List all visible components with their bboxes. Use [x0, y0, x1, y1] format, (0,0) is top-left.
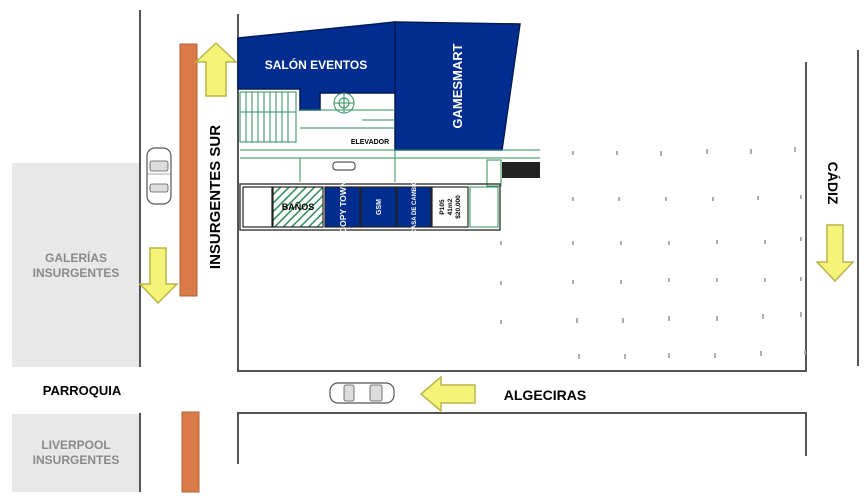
cadiz-label: CÁDIZ — [825, 162, 841, 205]
parking-marks — [500, 147, 806, 359]
liverpool-block — [12, 414, 140, 492]
median-strip-top — [179, 43, 198, 297]
spiral-stair — [333, 92, 355, 114]
gsm-label: GSM — [376, 199, 383, 215]
car-icon — [146, 147, 172, 205]
parroquia-label: PARROQUIA — [43, 383, 122, 398]
algeciras-label: ALGECIRAS — [504, 387, 586, 403]
casa-cambio-store[interactable] — [396, 186, 432, 228]
casa-cambio-label: CASA DE CAMBIO — [412, 180, 418, 233]
liverpool-label-1: LIVERPOOL — [41, 438, 110, 452]
side-stair — [486, 159, 502, 187]
insurgentes-sur-label: INSURGENTES SUR — [207, 125, 224, 269]
p105-label-3: $20,000 — [455, 195, 462, 219]
elevador-label: ELEVADOR — [351, 139, 389, 146]
p105-store[interactable] — [431, 186, 469, 228]
p105-label-2: 41m2 — [447, 198, 454, 215]
arrow-up-icon — [194, 41, 238, 97]
arrow-left-icon — [419, 375, 476, 413]
copytown-label: COPY TOWN — [338, 181, 348, 233]
copytown-store[interactable] — [324, 186, 361, 228]
banos-label: BAÑOS — [282, 202, 315, 212]
car-icon — [329, 382, 395, 404]
liverpool-label-2: INSURGENTES — [33, 453, 120, 467]
galerias-block — [12, 163, 140, 367]
galerias-label-2: INSURGENTES — [33, 266, 120, 280]
arrow-down-icon — [138, 247, 179, 305]
gsm-store[interactable] — [360, 186, 397, 228]
galerias-label-1: GALERÍAS — [45, 250, 107, 265]
stair-block — [469, 186, 499, 228]
p105-label-1: P105 — [439, 199, 446, 215]
banos-store — [272, 186, 324, 228]
passage-vehicle — [332, 161, 356, 171]
salon-eventos-label: SALÓN EVENTOS — [265, 57, 367, 72]
floor-plan-lines — [239, 91, 540, 182]
street-lines — [139, 10, 859, 492]
entrance-dark-block — [502, 162, 540, 178]
store-row-frame — [239, 183, 501, 231]
median-strip-bottom — [181, 411, 200, 493]
gamesmart-label: GAMESMART — [450, 43, 465, 128]
blank-store — [242, 186, 273, 228]
arrow-down-icon — [815, 224, 855, 283]
